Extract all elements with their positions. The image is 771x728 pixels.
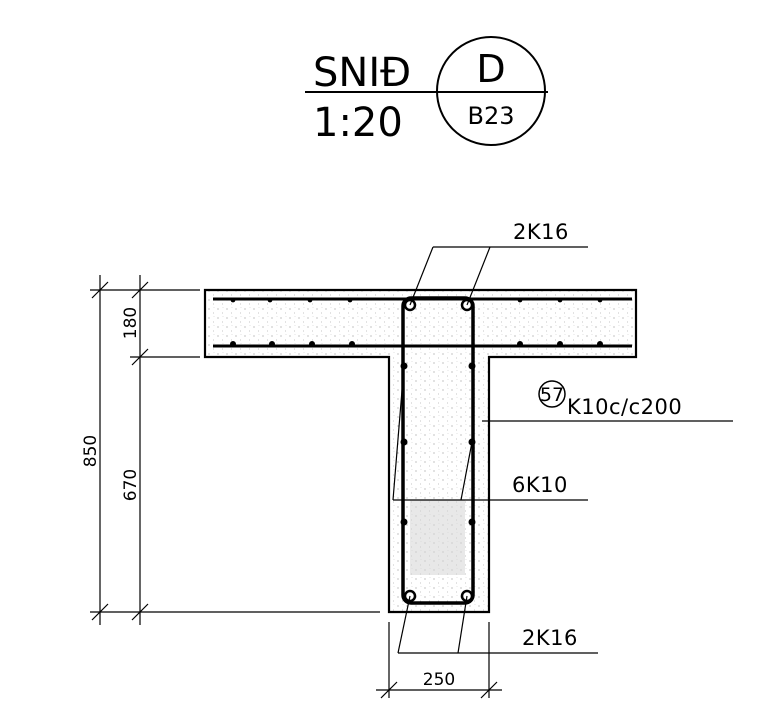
scale-label: 1:20 (313, 100, 403, 146)
web-height-dim: 670 (121, 469, 141, 501)
flange-thickness-dim: 180 (121, 307, 141, 339)
total-height-dim: 850 (81, 435, 101, 467)
title-block: SNIĐ 1:20 D B23 (305, 36, 548, 146)
dimensions: 850 180 670 250 (81, 275, 502, 699)
annotations: 2K16 57 K10c/c200 6K10 2K16 (392, 220, 733, 654)
side-bars-label: 6K10 (512, 473, 568, 497)
web-width-dim: 250 (423, 670, 455, 690)
stirrups-label: K10c/c200 (567, 395, 682, 419)
bottom-bars-label: 2K16 (522, 626, 578, 650)
t-beam-outline (203, 288, 638, 614)
detail-badge-sheet: B23 (467, 102, 514, 130)
stirrup-mark: 57 (540, 384, 564, 406)
detail-badge-letter: D (476, 47, 505, 91)
top-bars-label: 2K16 (513, 220, 569, 244)
section-title: SNIĐ (313, 50, 411, 96)
stirrup (401, 296, 475, 605)
detail-badge-circle (436, 36, 546, 146)
stirrup-mark-circle (538, 380, 566, 408)
concrete-section (203, 288, 638, 614)
concrete-shading (410, 500, 465, 575)
